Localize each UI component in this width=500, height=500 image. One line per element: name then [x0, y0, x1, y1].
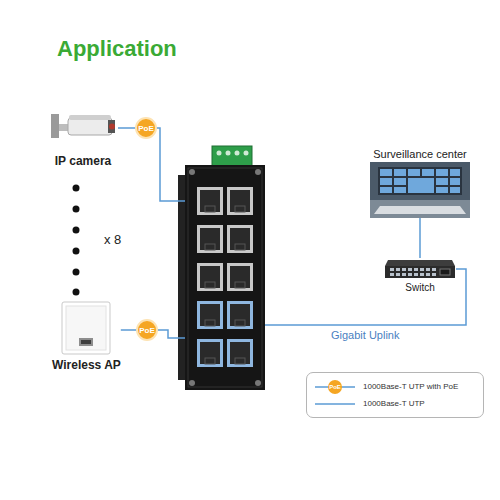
node-label: Wireless AP: [52, 358, 121, 372]
node-icon: [48, 112, 118, 152]
cable-connector: [419, 218, 421, 258]
edge-label: Gigabit Uplink: [329, 329, 401, 341]
count-label: x 8: [104, 232, 121, 247]
legend-box: PoE 1000Base-T UTP with PoE 1000Base-T UTP: [306, 372, 484, 418]
industrial-switch: [185, 165, 265, 390]
ellipsis-dots: [73, 185, 80, 296]
node-label: Surveillance center: [373, 148, 467, 160]
cable-connector: [118, 128, 185, 201]
poe-badge: PoE: [136, 319, 158, 341]
legend-row: 1000Base-T UTP: [313, 395, 477, 412]
legend-sample: [313, 396, 357, 412]
node-label: Switch: [405, 282, 434, 293]
legend-text: 1000Base-T UTP: [363, 399, 425, 408]
node-label: IP camera: [55, 154, 112, 168]
node-icon: [384, 258, 456, 280]
camera-node: IP camera: [48, 112, 118, 170]
poe-badge: PoE: [135, 117, 157, 139]
node-icon: [60, 300, 112, 356]
node-icon: [370, 162, 470, 218]
legend-row: PoE 1000Base-T UTP with PoE: [313, 378, 477, 395]
terminal-block: [212, 146, 252, 166]
surveillance-node: Surveillance center: [370, 146, 470, 218]
diagram-title: Application: [57, 36, 177, 62]
access-point-node: Wireless AP: [52, 300, 121, 374]
poe-badge: PoE: [328, 380, 342, 394]
legend-sample: PoE: [313, 379, 357, 395]
node-icon: [185, 165, 265, 390]
switch-node: Switch: [384, 258, 456, 295]
din-rail-clip: [178, 175, 186, 380]
legend-text: 1000Base-T UTP with PoE: [363, 382, 458, 391]
